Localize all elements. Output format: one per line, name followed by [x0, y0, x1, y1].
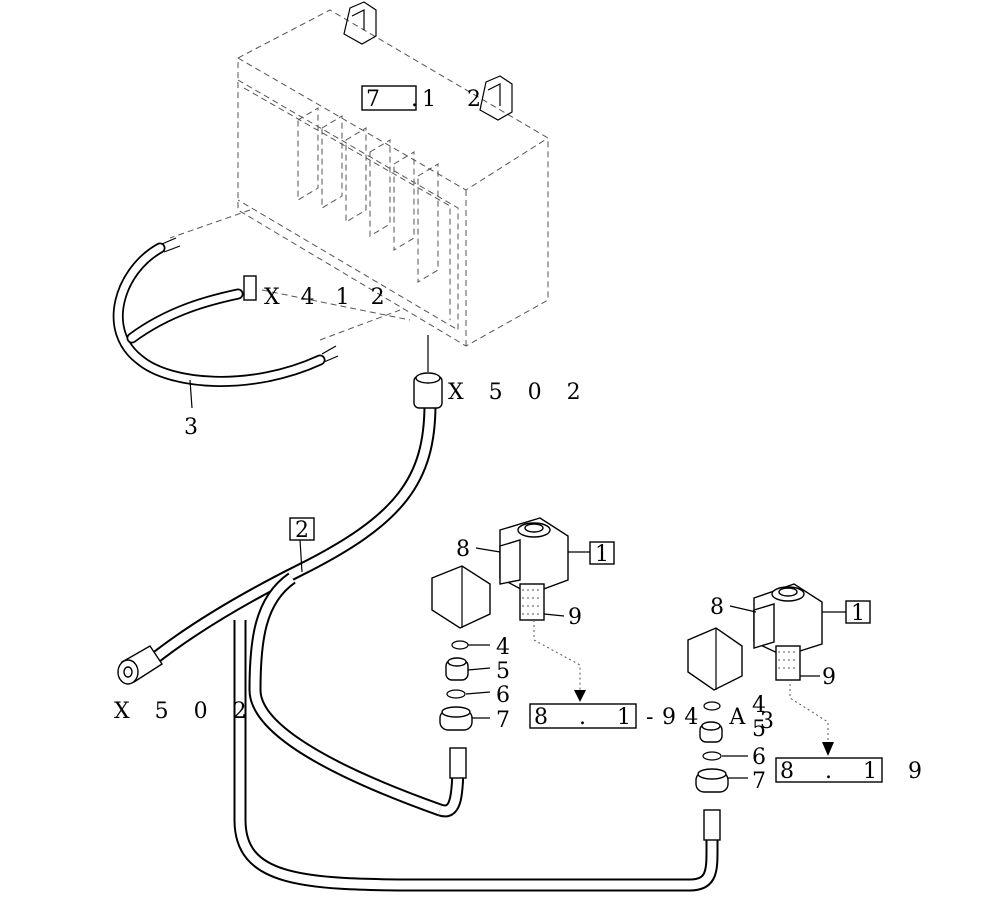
right-valve-assembly: [687, 583, 846, 793]
harness-2: [117, 335, 721, 892]
x412-connector-icon: [243, 275, 257, 301]
callout-right-9: 9: [822, 665, 836, 690]
left-valve-assembly: [431, 517, 590, 731]
callout-right-7: 7: [752, 769, 766, 794]
ref-8-19-b-box-text: 8 . 1 9: [780, 759, 934, 784]
callout-left-4: 4: [496, 635, 510, 660]
callout-right-8: 8: [710, 595, 724, 620]
ref-8-19-a-box[interactable]: [529, 703, 637, 729]
callout-left-6: 6: [496, 683, 510, 708]
ref-7-12-tail-text: 1 2: [422, 87, 493, 112]
callout-left-7: 7: [496, 708, 510, 733]
harness-3: [112, 237, 339, 409]
x502-left-label: X 5 0 2: [114, 699, 247, 724]
callout-right-1-box: [845, 600, 871, 624]
callout-2: 2: [295, 518, 309, 543]
callout-right-5: 5: [752, 717, 766, 742]
callout-left-1-box: [589, 541, 615, 565]
callout-left-5: 5: [496, 659, 510, 684]
callout-right-6: 6: [752, 745, 766, 770]
x412-label: X 4 1 2: [264, 285, 385, 310]
callout-right-1: 1: [851, 601, 865, 626]
ref-8-19-a-tail-text: - 4 A: [646, 705, 757, 730]
callout-left-1: 1: [595, 542, 609, 567]
control-box: [169, 1, 549, 347]
x502-top-label: X 5 0 2: [448, 380, 581, 405]
callout-left-9: 9: [568, 605, 582, 630]
callout-3: 3: [184, 415, 198, 440]
ref-8-19-a-box-text: 8 . 1 9: [534, 705, 688, 730]
ref-7-12-box[interactable]: [361, 85, 417, 111]
callout-right-4: 4: [752, 693, 766, 718]
callout-right-3: 3: [760, 709, 774, 734]
ref-8-19-b-box[interactable]: [775, 757, 883, 783]
callout-left-8: 8: [456, 537, 470, 562]
x502-left-connector-icon: [117, 645, 163, 685]
ref-7-12-box-text: 7 .: [366, 87, 430, 112]
